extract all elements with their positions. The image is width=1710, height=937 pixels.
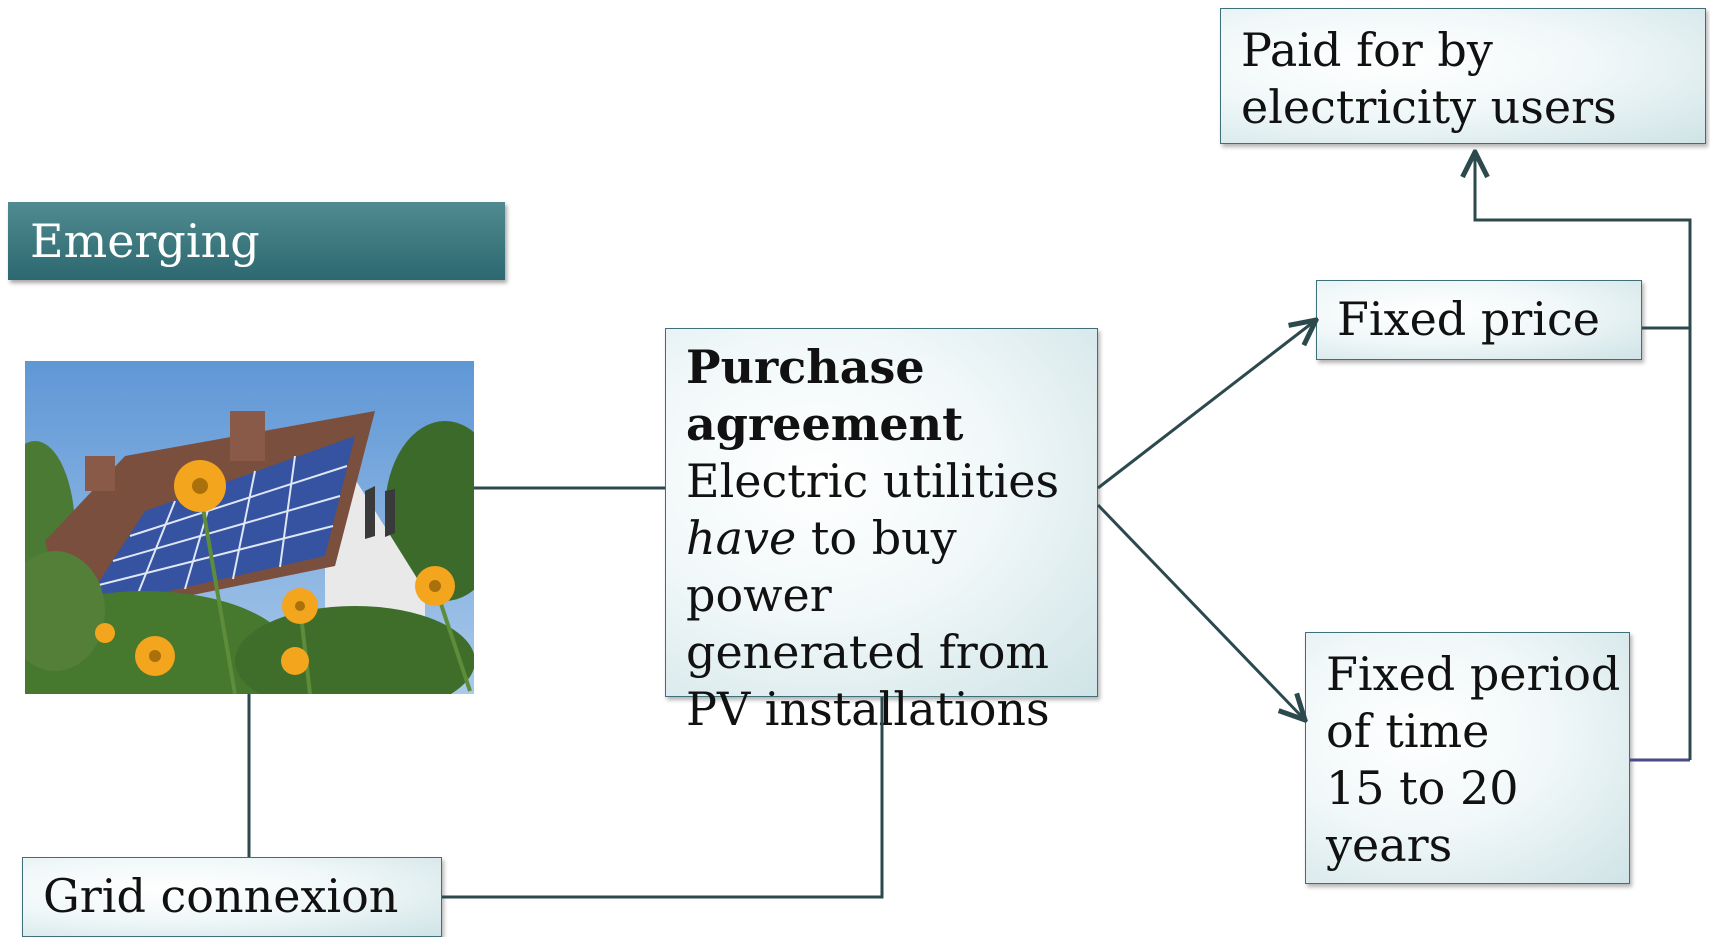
slide-title: Emerging technology [8,202,505,346]
purchase-heading-2: agreement [686,397,964,451]
purchase-line-4: PV installations [686,682,1050,736]
period-line-3: 15 to 20 [1326,761,1519,815]
bracket-to-paid-arrow [1475,152,1692,760]
purchase-emphasis: have [686,511,797,565]
purchase-agreement-box: Purchase agreement Electric utilities ha… [665,328,1098,736]
purchase-line-2-rest: to buy power [686,511,957,622]
period-line-2: of time [1326,704,1490,758]
solar-house-photo [25,361,474,694]
fixed-price-box: Fixed price [1316,280,1642,360]
period-line-1: Fixed period [1326,647,1621,701]
paid-line-2: electricity users [1241,80,1617,134]
purchase-line-2: have to buy power [686,510,1097,624]
purchase-line-1: Electric utilities [686,454,1060,508]
purchase-heading-1: Purchase [686,340,925,394]
paid-for-box: Paid for by electricity users [1220,8,1706,144]
grid-connexion-box: Grid connexion [22,857,442,937]
paid-line-1: Paid for by [1241,23,1493,77]
fixed-period-box: Fixed period of time 15 to 20 years [1305,632,1630,884]
purchase-to-price-arrow [1097,320,1316,490]
purchase-to-period-arrow [1096,503,1305,720]
fixed-price-label: Fixed price [1337,292,1600,346]
purchase-line-3: generated from [686,625,1050,679]
grid-to-purchase-connector [442,697,884,899]
grid-connexion-label: Grid connexion [43,869,399,923]
period-line-4: years [1326,818,1453,872]
